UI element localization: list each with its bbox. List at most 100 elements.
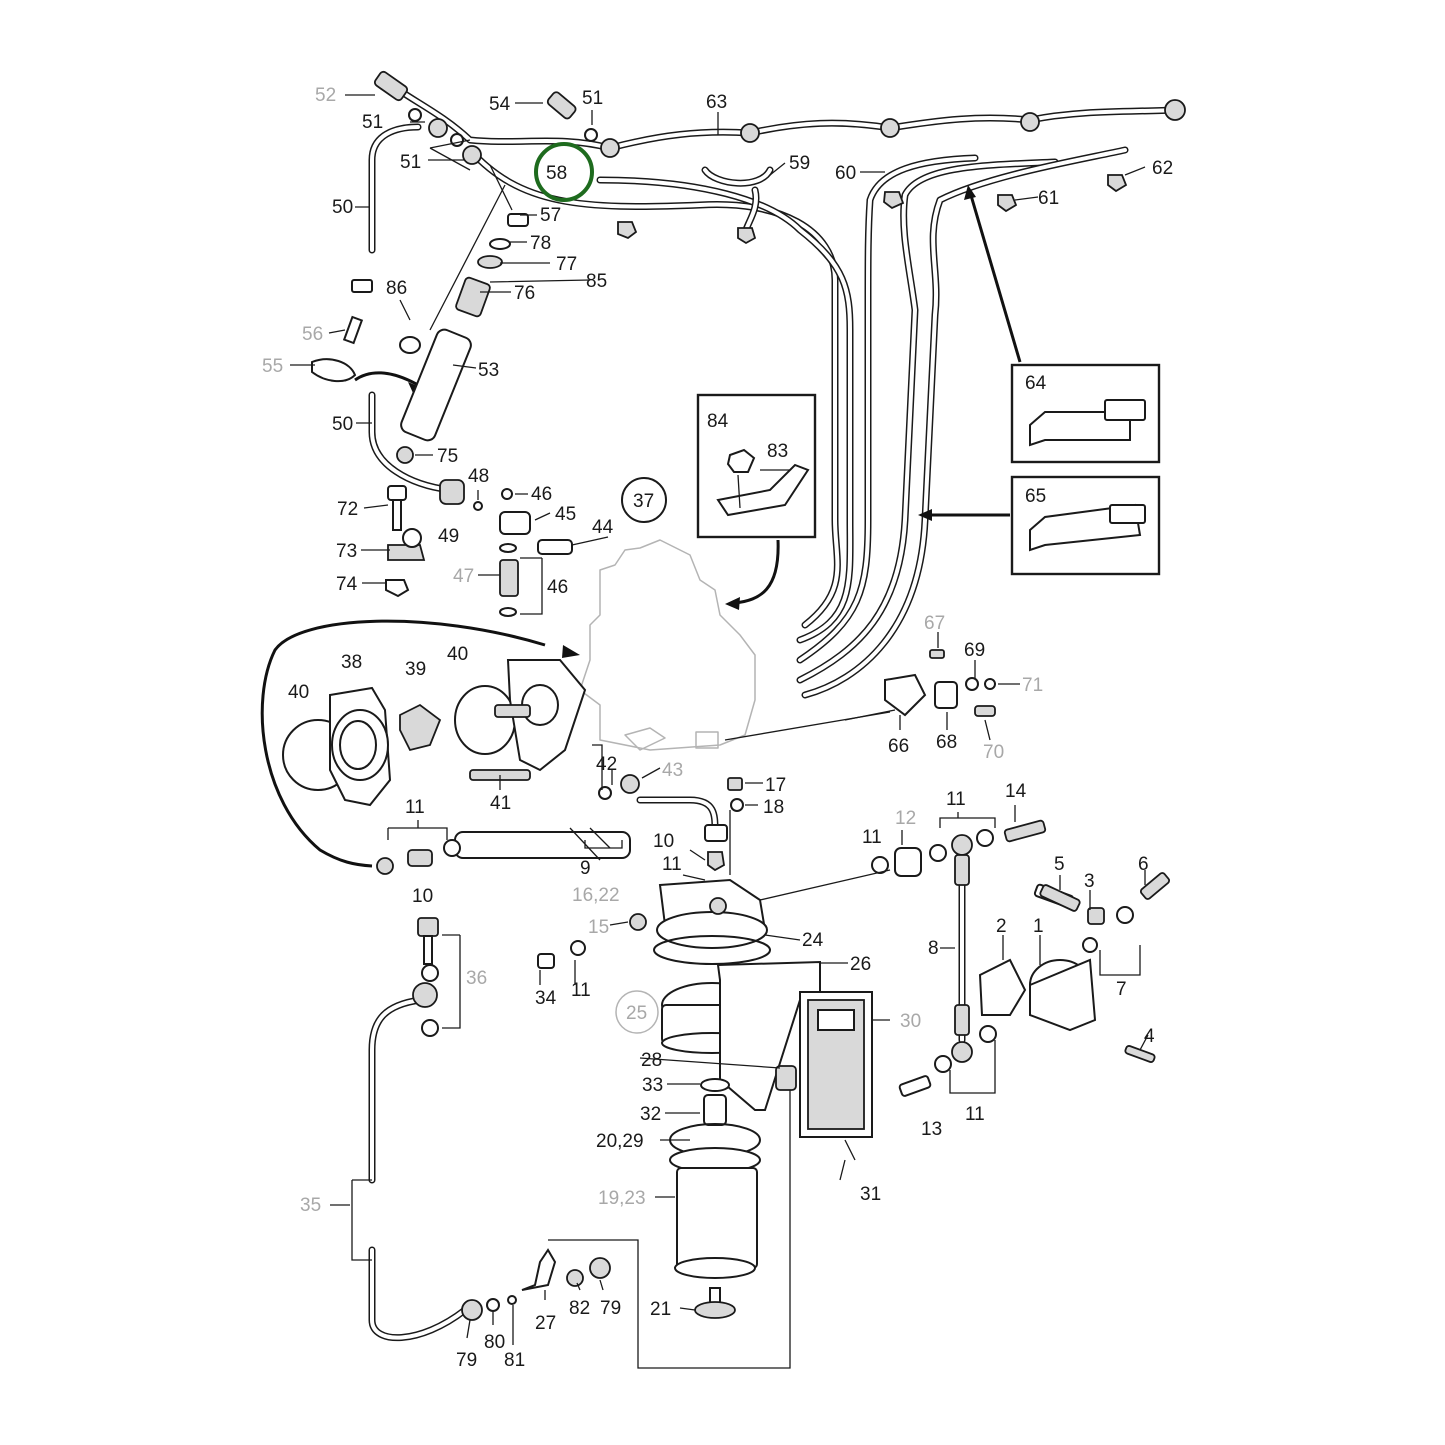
callout-10b: 10 <box>412 886 433 907</box>
callout-circle-37 <box>621 477 667 523</box>
callout-62: 62 <box>1152 158 1173 179</box>
callout-38: 38 <box>341 652 362 673</box>
callout-40a: 40 <box>447 644 468 665</box>
inset-box-83-84 <box>696 393 817 539</box>
injection-pump-outline <box>579 539 756 751</box>
callout-35: 35 <box>300 1195 321 1216</box>
callout-49: 49 <box>438 526 459 547</box>
callout-83: 83 <box>767 441 788 462</box>
callout-71: 71 <box>1022 675 1043 696</box>
callout-40b: 40 <box>288 682 309 703</box>
callout-21: 21 <box>650 1299 671 1320</box>
callout-11a: 11 <box>405 797 425 818</box>
leader-lines <box>290 94 1149 1345</box>
callout-81: 81 <box>504 1350 525 1371</box>
callout-labels: 52 54 51 63 51 51 58 59 60 62 61 50 57 7… <box>262 85 1173 1371</box>
callout-11f: 11 <box>965 1104 985 1125</box>
callout-42: 42 <box>596 754 617 775</box>
callout-16-22: 16,22 <box>572 885 620 906</box>
callout-circle-25 <box>615 990 659 1034</box>
callout-20-29: 20,29 <box>596 1131 644 1152</box>
callout-63: 63 <box>706 92 727 113</box>
callout-57: 57 <box>540 205 561 226</box>
callout-26: 26 <box>850 954 871 975</box>
callout-51b: 51 <box>362 112 383 133</box>
callout-65: 65 <box>1025 486 1046 507</box>
callout-25: 25 <box>626 1003 647 1024</box>
callout-80: 80 <box>484 1332 505 1353</box>
callout-14: 14 <box>1005 781 1027 802</box>
callout-79a: 79 <box>600 1298 621 1319</box>
callout-2: 2 <box>996 916 1007 937</box>
callout-11c: 11 <box>862 827 882 848</box>
callout-77: 77 <box>556 254 577 275</box>
callout-39: 39 <box>405 659 426 680</box>
callout-32: 32 <box>640 1104 661 1125</box>
callout-3: 3 <box>1084 871 1095 892</box>
callout-85: 85 <box>586 271 607 292</box>
callout-66: 66 <box>888 736 909 757</box>
callout-18: 18 <box>763 797 784 818</box>
callout-37: 37 <box>633 491 654 512</box>
callout-59: 59 <box>789 153 810 174</box>
callout-45: 45 <box>555 504 576 525</box>
callout-44: 44 <box>592 517 614 538</box>
callout-36: 36 <box>466 968 487 989</box>
callout-5: 5 <box>1054 854 1065 875</box>
callout-31: 31 <box>860 1184 881 1205</box>
callout-11b: 11 <box>946 789 966 810</box>
callout-82: 82 <box>569 1298 590 1319</box>
callout-86: 86 <box>386 278 407 299</box>
inset-box-65 <box>1010 475 1161 576</box>
callout-51c: 51 <box>400 152 421 173</box>
callout-47: 47 <box>453 566 474 587</box>
callout-34: 34 <box>535 988 557 1009</box>
component-drawings <box>282 70 1186 1369</box>
callout-76: 76 <box>514 283 535 304</box>
callout-84: 84 <box>707 411 729 432</box>
callout-1: 1 <box>1033 916 1044 937</box>
callout-9: 9 <box>580 858 591 879</box>
callout-8: 8 <box>928 938 939 959</box>
callout-33: 33 <box>642 1075 663 1096</box>
callout-28: 28 <box>641 1050 662 1071</box>
callout-55: 55 <box>262 356 283 377</box>
callout-53: 53 <box>478 360 499 381</box>
callout-41: 41 <box>490 793 511 814</box>
callout-68: 68 <box>936 732 957 753</box>
callout-74: 74 <box>336 574 358 595</box>
callout-54: 54 <box>489 94 511 115</box>
inset-box-64 <box>1010 363 1161 464</box>
callout-10a: 10 <box>653 831 674 852</box>
callout-78: 78 <box>530 233 551 254</box>
callout-46b: 46 <box>547 577 568 598</box>
callout-43: 43 <box>662 760 683 781</box>
callout-48: 48 <box>468 466 489 487</box>
callout-72: 72 <box>337 499 358 520</box>
callout-51a: 51 <box>582 88 603 109</box>
callout-58: 58 <box>546 163 567 184</box>
callout-52: 52 <box>315 85 336 106</box>
callout-7: 7 <box>1116 979 1127 1000</box>
callout-70: 70 <box>983 742 1004 763</box>
callout-13: 13 <box>921 1119 942 1140</box>
callout-50b: 50 <box>332 414 353 435</box>
callout-11e: 11 <box>571 980 591 1001</box>
callout-24: 24 <box>802 930 824 951</box>
callout-4: 4 <box>1144 1026 1155 1047</box>
callout-67: 67 <box>924 613 945 634</box>
callout-60: 60 <box>835 163 856 184</box>
callout-6: 6 <box>1138 854 1149 875</box>
callout-15: 15 <box>588 917 609 938</box>
callout-64: 64 <box>1025 373 1047 394</box>
callout-61: 61 <box>1038 188 1059 209</box>
callout-46a: 46 <box>531 484 552 505</box>
callout-27: 27 <box>535 1313 556 1334</box>
callout-75: 75 <box>437 446 458 467</box>
callout-30: 30 <box>900 1011 921 1032</box>
callout-50a: 50 <box>332 197 353 218</box>
callout-19-23: 19,23 <box>598 1188 646 1209</box>
callout-69: 69 <box>964 640 985 661</box>
callout-17: 17 <box>765 775 786 796</box>
